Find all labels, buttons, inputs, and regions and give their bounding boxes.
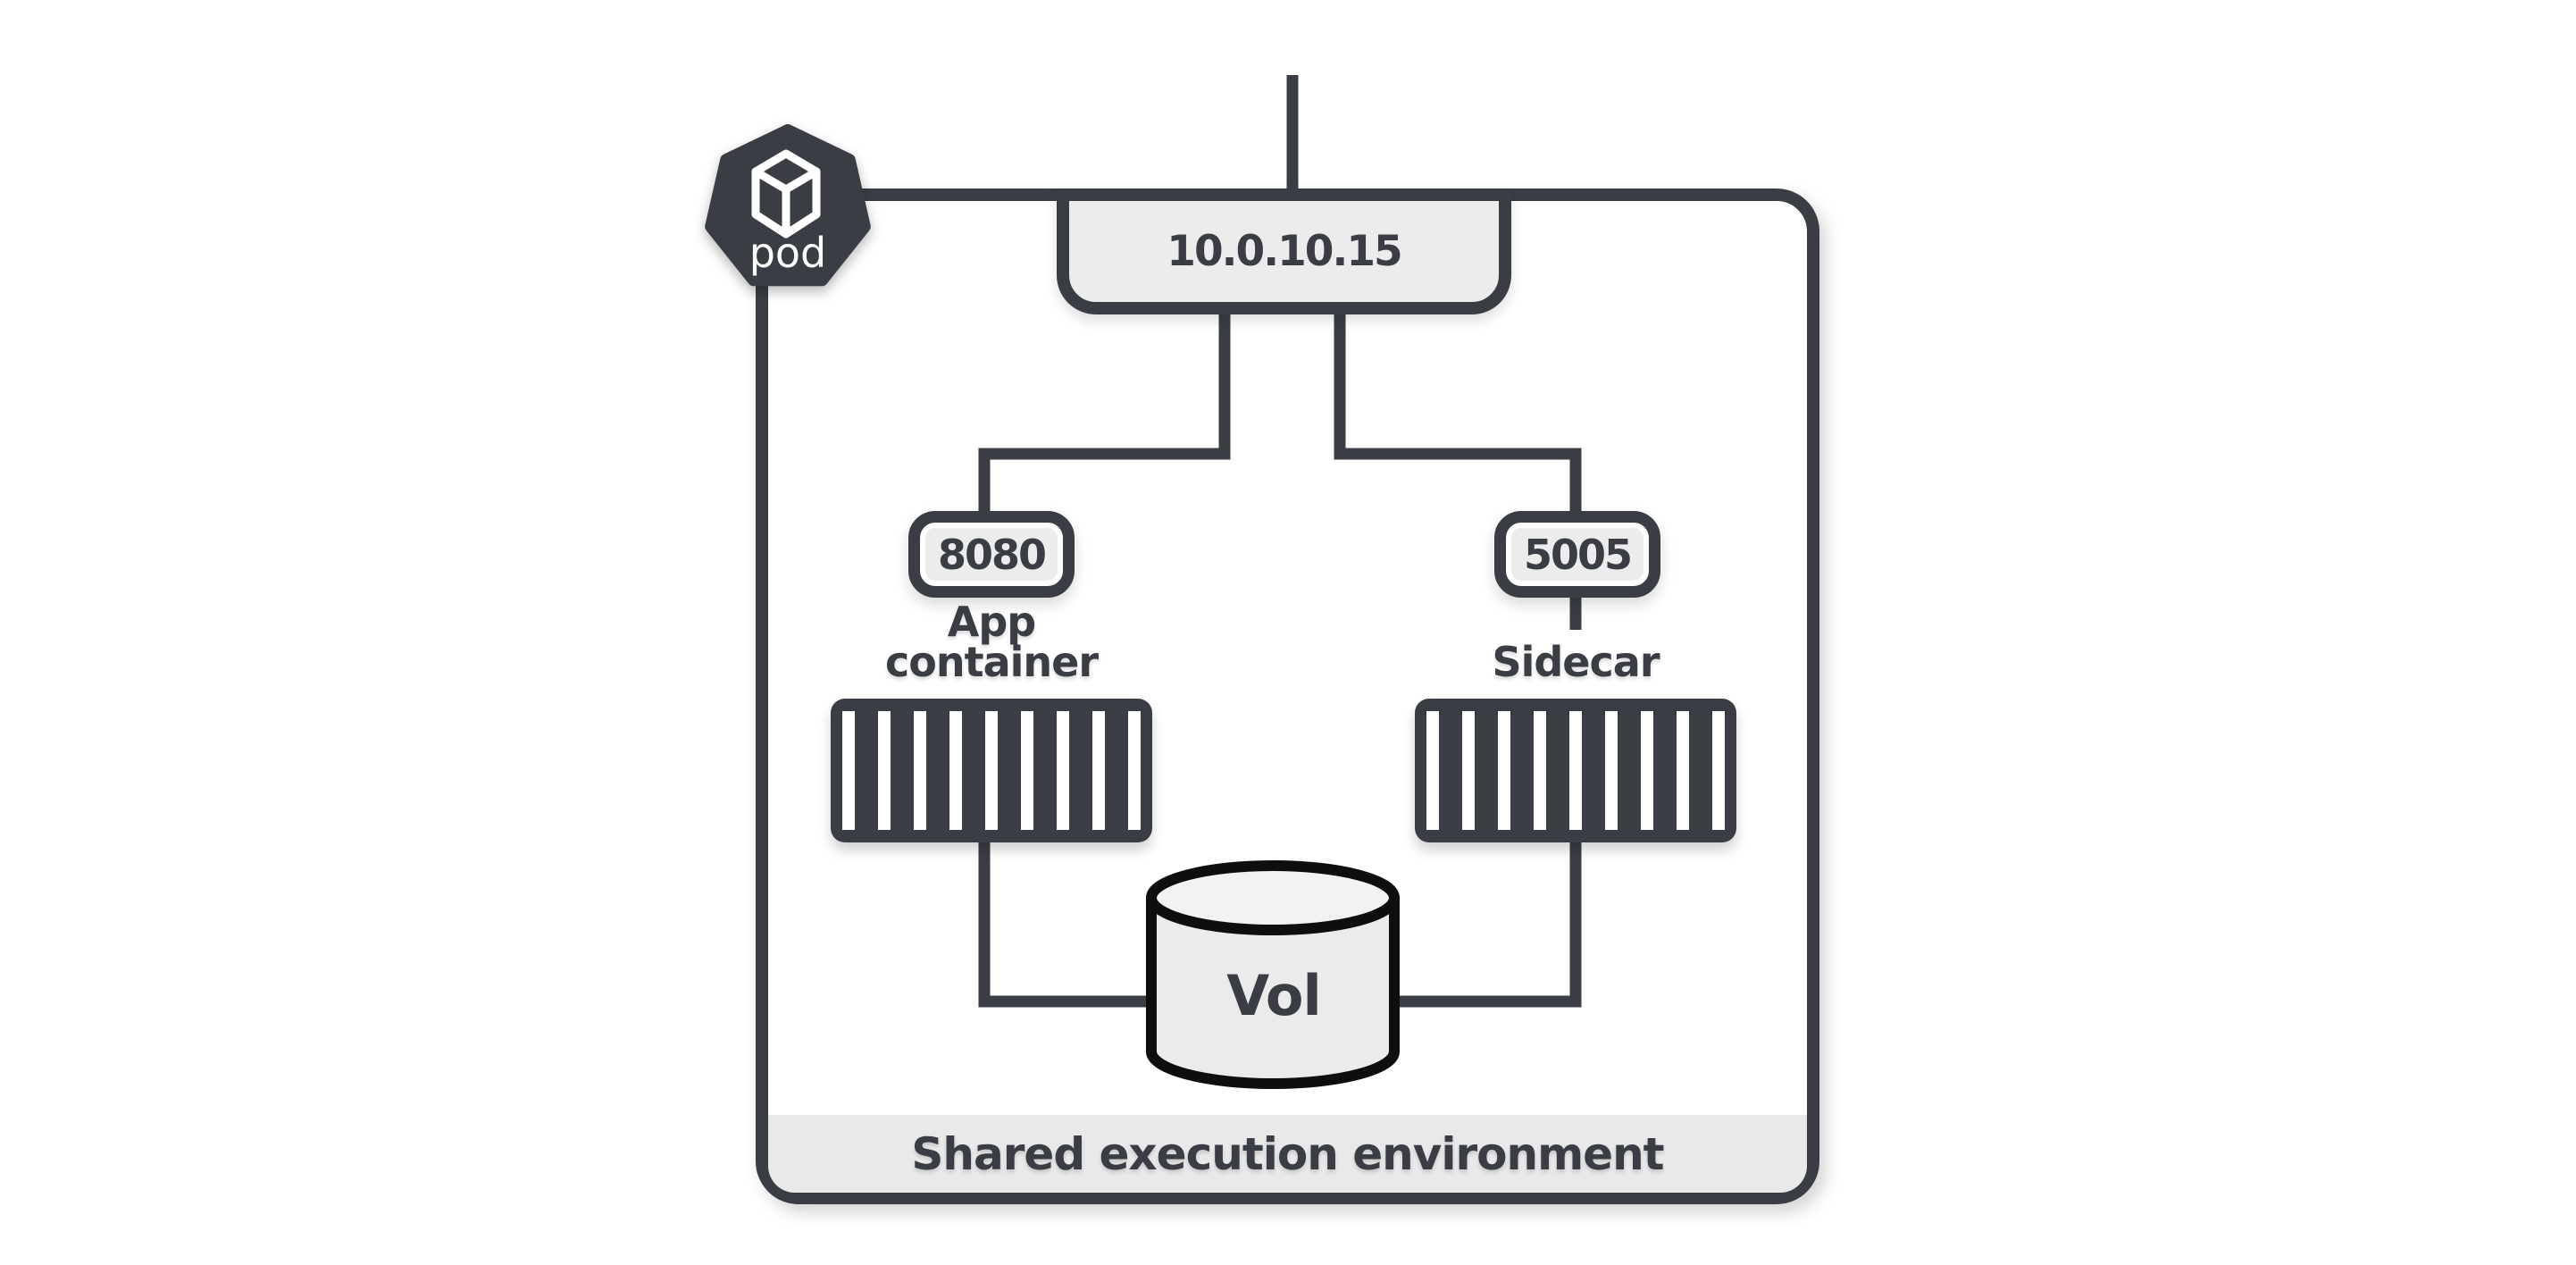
connector-app-to-volume [978, 840, 1157, 1008]
app-container-label-line2: container [884, 638, 1099, 686]
app-container-label: App container [835, 598, 1148, 686]
container-stripes [842, 711, 1141, 830]
connector-ip-to-app-port [978, 311, 1231, 513]
pod-ip-value: 10.0.10.15 [1167, 227, 1402, 276]
cube-icon [751, 149, 821, 239]
volume-label: Vol [1226, 963, 1321, 1028]
app-port-box: 8080 [908, 511, 1075, 598]
sidecar-container-stripes-icon [1415, 699, 1736, 842]
connector-ip-to-sidecar-port [1334, 311, 1582, 513]
volume-cylinder-icon [1146, 860, 1400, 1089]
pod-ip-box: 10.0.10.15 [1057, 188, 1511, 314]
connector-sidecar-to-volume [1389, 840, 1582, 1008]
sidecar-port-box: 5005 [1494, 511, 1660, 598]
container-stripes [1426, 711, 1725, 830]
sidecar-container-label: Sidecar [1492, 638, 1660, 686]
shared-environment-band: Shared execution environment [768, 1115, 1807, 1193]
app-container-label-line1: App [947, 598, 1036, 646]
sidecar-port-value: 5005 [1523, 530, 1633, 579]
app-container-stripes-icon [831, 699, 1152, 842]
pod-hexagon-icon [705, 124, 871, 287]
pod-badge-label: pod [749, 229, 827, 277]
shared-environment-label: Shared execution environment [911, 1127, 1664, 1180]
connector-lines [978, 75, 1582, 1008]
pod-boundary [756, 188, 1819, 1204]
app-port-value: 8080 [937, 530, 1047, 579]
